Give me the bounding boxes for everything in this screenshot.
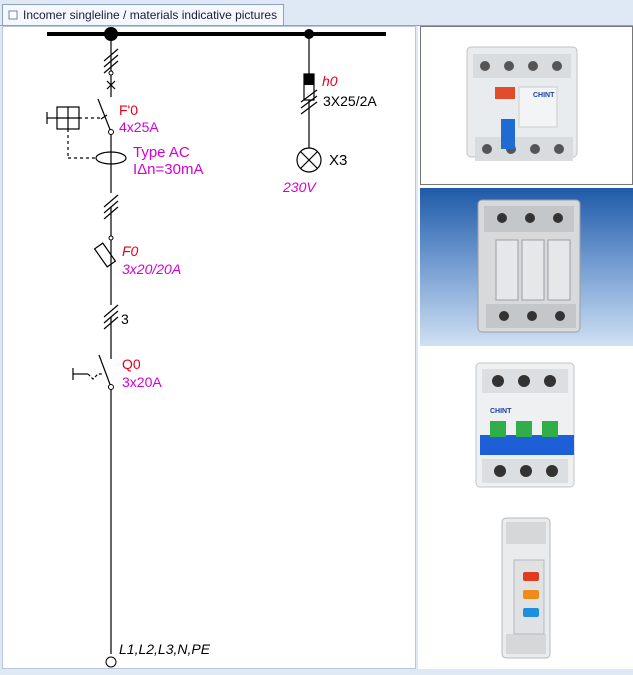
- rcd-trip-unit: [46, 106, 127, 165]
- switch-disconnector-photo: CHINT: [420, 349, 633, 499]
- indicator-name: h0: [322, 73, 338, 89]
- document-icon: [8, 10, 18, 20]
- switch-operator: [72, 368, 103, 380]
- indicator-fuse-rating: 3X25/2A: [323, 93, 377, 109]
- rcd-brand: CHINT: [533, 92, 555, 99]
- phase-indicator-photo: [420, 502, 633, 669]
- rcd-rating: 4x25A: [119, 119, 159, 135]
- fuse-holder-photo: [420, 188, 633, 346]
- main-feeder: [93, 34, 119, 654]
- switch-contact-dot: [108, 384, 114, 390]
- tab-label: Incomer singleline / materials indicativ…: [23, 8, 278, 22]
- fuse-dot: [108, 235, 114, 241]
- lamp-voltage: 230V: [282, 179, 317, 195]
- switch-brand: CHINT: [490, 408, 512, 415]
- rcd-sensitivity: IΔn=30mA: [133, 161, 203, 178]
- output-label: L1,L2,L3,N,PE: [119, 641, 211, 657]
- singleline-diagram: F'0 4x25A Type AC IΔn=30mA h0 3X25/2A X3…: [2, 26, 416, 669]
- materials-pictures-pane: CHINT CHINT: [418, 26, 633, 669]
- feeder-dot-1: [108, 70, 114, 76]
- singleline-svg: F'0 4x25A Type AC IΔn=30mA h0 3X25/2A X3…: [46, 27, 386, 668]
- lamp-name: X3: [329, 152, 347, 169]
- fuse-rating: 3x20/20A: [122, 261, 181, 277]
- output-terminal: [105, 656, 117, 668]
- rcd-type: Type AC: [133, 144, 190, 161]
- rcd-contact-dot: [108, 129, 114, 135]
- switch-rating: 3x20A: [122, 374, 162, 390]
- tab-bar: Incomer singleline / materials indicativ…: [0, 0, 633, 26]
- rcd-name: F'0: [119, 102, 138, 118]
- cable-count: 3: [121, 311, 129, 327]
- tab-incomer-singleline[interactable]: Incomer singleline / materials indicativ…: [2, 4, 285, 25]
- indicator-fuse-fill: [304, 74, 314, 85]
- rcd-photo: CHINT: [420, 26, 633, 185]
- switch-name: Q0: [122, 356, 141, 372]
- indicator-branch: [296, 34, 322, 173]
- fuse-name: F0: [122, 243, 139, 259]
